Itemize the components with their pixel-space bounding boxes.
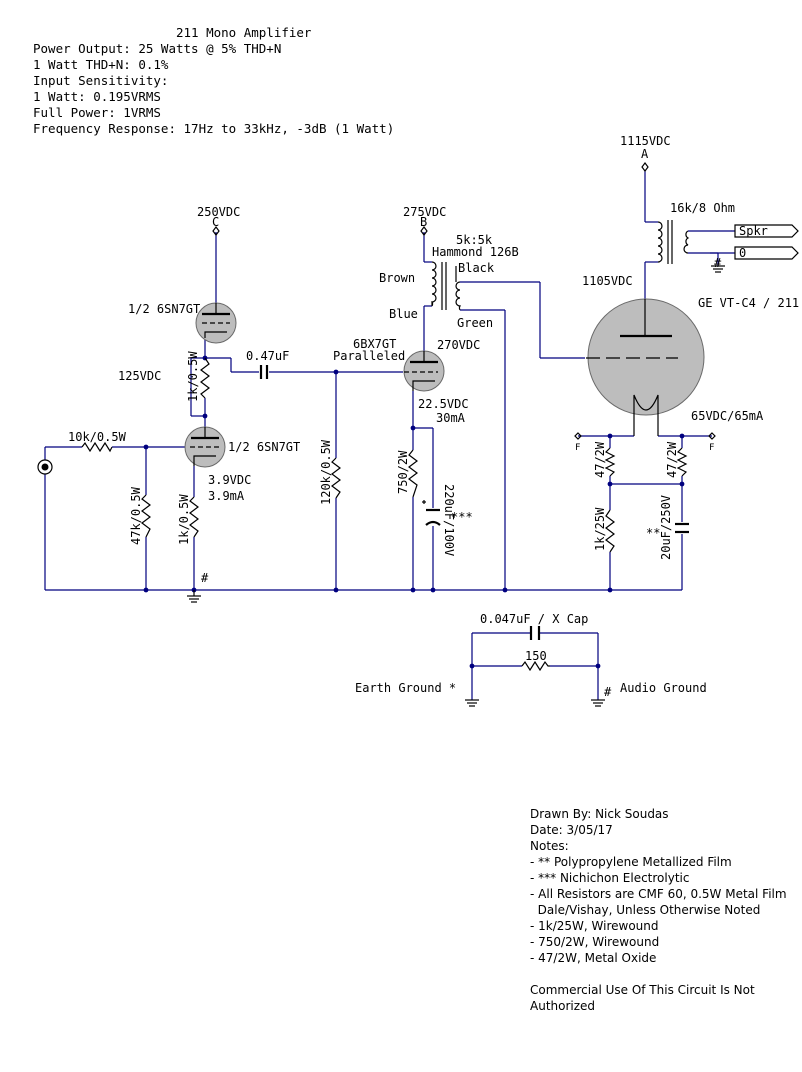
label-1115vdc: 1115VDC — [620, 134, 671, 148]
label-black: Black — [458, 261, 495, 275]
resistor-1k-25w — [605, 509, 615, 553]
label-cap-047: 0.47uF — [246, 349, 289, 363]
label-node-a: A — [641, 147, 649, 161]
resistor-1k-upper — [200, 357, 210, 399]
resistors — [81, 357, 688, 672]
wires — [44, 170, 735, 700]
label-out-xfmr: 16k/8 Ohm — [670, 201, 735, 215]
label-tube-211: GE VT-C4 / 211 — [698, 296, 799, 310]
note-item: - ** Polypropylene Metallized Film — [530, 855, 732, 869]
label-node-c: C — [212, 215, 219, 229]
drawing-notes: Drawn By: Nick Soudas Date: 3/05/17 Note… — [530, 806, 792, 1014]
label-30ma: 30mA — [436, 411, 466, 425]
diagram-title: 211 Mono Amplifier — [176, 25, 312, 40]
label-node-b: B — [420, 215, 427, 229]
label-xfmr-ratio: 5k:5k — [456, 233, 493, 247]
drawing-date: Date: 3/05/17 — [530, 823, 613, 837]
commercial-use-notice: Commercial Use Of This Circuit Is Not Au… — [530, 983, 759, 1013]
label-tube-6bx7: 6BX7GT — [353, 337, 396, 351]
spec-full-power: Full Power: 1VRMS — [33, 105, 161, 120]
label-xfmr-model: Hammond 126B — [432, 245, 519, 259]
label-earth-ground: Earth Ground * — [355, 681, 456, 695]
label-r-10k: 10k/0.5W — [68, 430, 127, 444]
note-item: - 750/2W, Wirewound — [530, 935, 660, 949]
drawn-by: Drawn By: Nick Soudas — [530, 807, 669, 821]
label-3-9vdc: 3.9VDC — [208, 473, 251, 487]
label-250vdc: 250VDC — [197, 205, 240, 219]
label-audio-ground: Audio Ground — [620, 681, 707, 695]
label-125vdc: 125VDC — [118, 369, 161, 383]
label-r-1k-lower: 1k/0.5W — [177, 494, 191, 545]
spec-input-sensitivity: Input Sensitivity: — [33, 73, 168, 88]
label-brown: Brown — [379, 271, 415, 285]
label-r-150: 150 — [525, 649, 547, 663]
note-item: - 47/2W, Metal Oxide — [530, 951, 657, 965]
label-r-1k-25w: 1k/25W — [593, 507, 607, 551]
label-r-120k: 120k/0.5W — [319, 439, 333, 505]
label-green: Green — [457, 316, 493, 330]
label-tube-6sn7-lower: 1/2 6SN7GT — [228, 440, 300, 454]
tube-6sn7-upper — [195, 302, 237, 344]
spec-1-watt: 1 Watt: 0.195VRMS — [33, 89, 161, 104]
junction-dots — [143, 355, 685, 669]
label-cap-20: 20uF/250V — [659, 495, 673, 560]
resistor-10k — [81, 441, 113, 453]
notes-title: Notes: — [530, 839, 569, 853]
capacitors — [259, 365, 689, 640]
label-spkr: Spkr — [739, 224, 768, 238]
tube-6bx7 — [403, 350, 445, 392]
label-r-47k: 47k/0.5W — [129, 486, 143, 545]
resistor-47-left — [604, 447, 616, 477]
input-jack — [37, 459, 53, 475]
label-hash-1: # — [201, 571, 209, 585]
resistor-150 — [521, 660, 550, 672]
notes-spacer — [530, 966, 792, 982]
spec-power-output: Power Output: 25 Watts @ 5% THD+N — [33, 41, 281, 56]
label-r-47-2w-right: 47/2W — [665, 441, 679, 478]
note-item: - All Resistors are CMF 60, 0.5W Metal F… — [530, 887, 787, 901]
label-r-47-2w-left: 47/2W — [593, 441, 607, 478]
spec-frequency-response: Frequency Response: 17Hz to 33kHz, -3dB … — [33, 121, 394, 136]
label-1105vdc: 1105VDC — [582, 274, 633, 288]
label-f-left: F — [575, 443, 580, 453]
spec-thd: 1 Watt THD+N: 0.1% — [33, 57, 169, 72]
label-r-1k-upper: 1k/0.5W — [186, 351, 200, 402]
output-transformer — [657, 220, 691, 264]
label-65vdc: 65VDC/65mA — [691, 409, 764, 423]
ground-symbols — [187, 265, 725, 707]
note-item: - *** Nichichon Electrolytic — [530, 871, 690, 885]
resistor-1k-lower — [189, 496, 199, 538]
label-hash-3: # — [604, 685, 612, 699]
resistor-47-right — [676, 447, 688, 477]
label-stars-2: ** — [646, 526, 660, 540]
resistor-750 — [408, 449, 418, 498]
label-tube-6sn7-upper: 1/2 6SN7GT — [128, 302, 200, 316]
label-22-5vdc: 22.5VDC — [418, 397, 469, 411]
tube-6sn7-lower — [184, 426, 226, 468]
label-275vdc: 275VDC — [403, 205, 446, 219]
resistor-120k — [331, 457, 341, 499]
tube-211 — [586, 298, 705, 436]
note-item: Dale/Vishay, Unless Otherwise Noted — [530, 903, 761, 917]
resistor-47k — [141, 494, 151, 538]
label-zero: 0 — [739, 246, 746, 260]
supply-nodes — [212, 162, 716, 440]
label-paralleled: Paralleled — [333, 349, 405, 363]
label-blue: Blue — [389, 307, 418, 321]
label-cap-220: 220uF/100V — [442, 484, 456, 556]
label-cap-x: 0.047uF / X Cap — [480, 612, 588, 626]
label-270vdc: 270VDC — [437, 338, 480, 352]
label-hash-2: # — [714, 256, 722, 270]
label-3-9ma: 3.9mA — [208, 489, 245, 503]
label-f-right: F — [709, 443, 714, 453]
interstage-transformer — [430, 261, 462, 311]
label-stars-3: *** — [451, 510, 473, 524]
speaker-terminals — [734, 224, 799, 260]
label-r-750: 750/2W — [396, 450, 410, 494]
note-item: - 1k/25W, Wirewound — [530, 919, 659, 933]
